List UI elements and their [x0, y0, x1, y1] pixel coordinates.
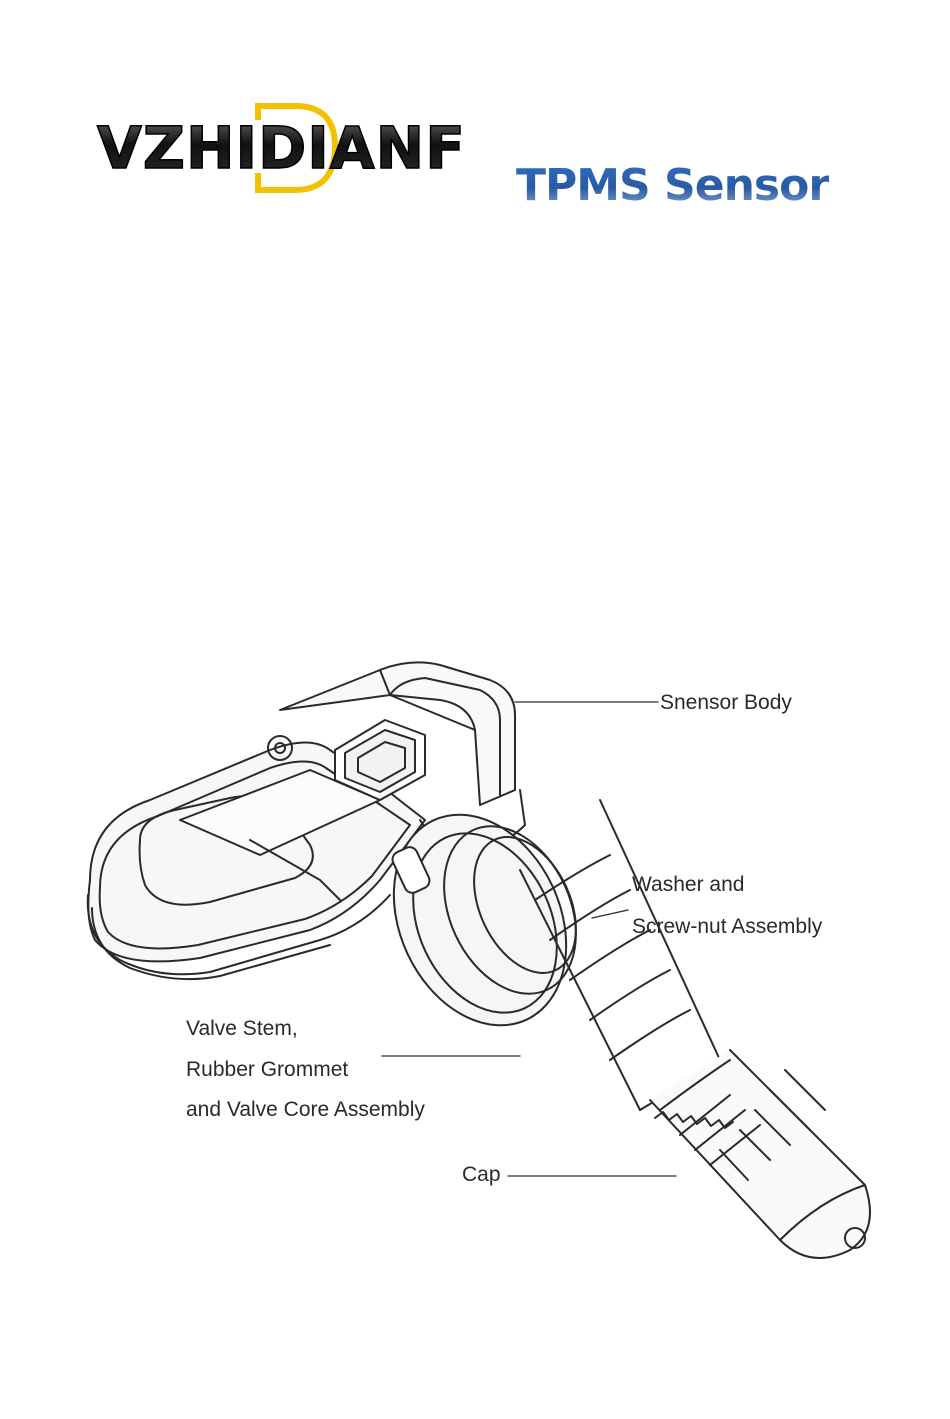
logo-graphic: VZHIDIANF	[95, 98, 515, 198]
label-sensor-body: Snensor Body	[660, 692, 792, 713]
valve-stem-drawing	[520, 800, 870, 1258]
page-title: TPMS Sensor	[516, 160, 829, 211]
label-valve-line1: Valve Stem,	[186, 1018, 298, 1039]
logo-text: VZHIDIANF	[97, 114, 466, 182]
label-valve-line3: and Valve Core Assembly	[186, 1099, 425, 1120]
label-valve-line2: Rubber Grommet	[186, 1059, 348, 1080]
label-washer-line2: Screw-nut Assembly	[632, 916, 822, 937]
label-cap: Cap	[462, 1164, 501, 1185]
label-washer-line1: Washer and	[632, 874, 744, 895]
brand-logo: VZHIDIANF	[95, 98, 515, 198]
